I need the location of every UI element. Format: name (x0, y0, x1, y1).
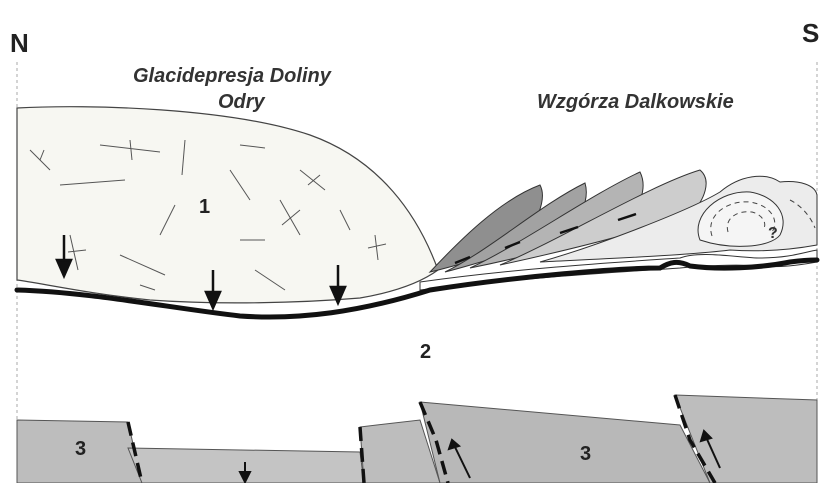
unit-2-label: 2 (420, 341, 431, 363)
bedrock-blocks (17, 395, 817, 483)
thrust-slices (430, 170, 817, 272)
unit-3-label-left: 3 (75, 438, 86, 460)
bedrock-block-4 (420, 402, 710, 483)
ice-sheet (17, 107, 438, 303)
north-label: N (10, 28, 29, 58)
south-label: S (802, 18, 819, 48)
unit-3-label-right: 3 (580, 443, 591, 465)
unit-1-label: 1 (199, 196, 210, 218)
question-mark: ? (768, 225, 778, 242)
glacidepression-label-line2: Odry (218, 91, 266, 113)
hills-label: Wzgórza Dalkowskie (537, 91, 734, 113)
glacidepression-label-line1: Glacidepresja Doliny (133, 65, 332, 87)
